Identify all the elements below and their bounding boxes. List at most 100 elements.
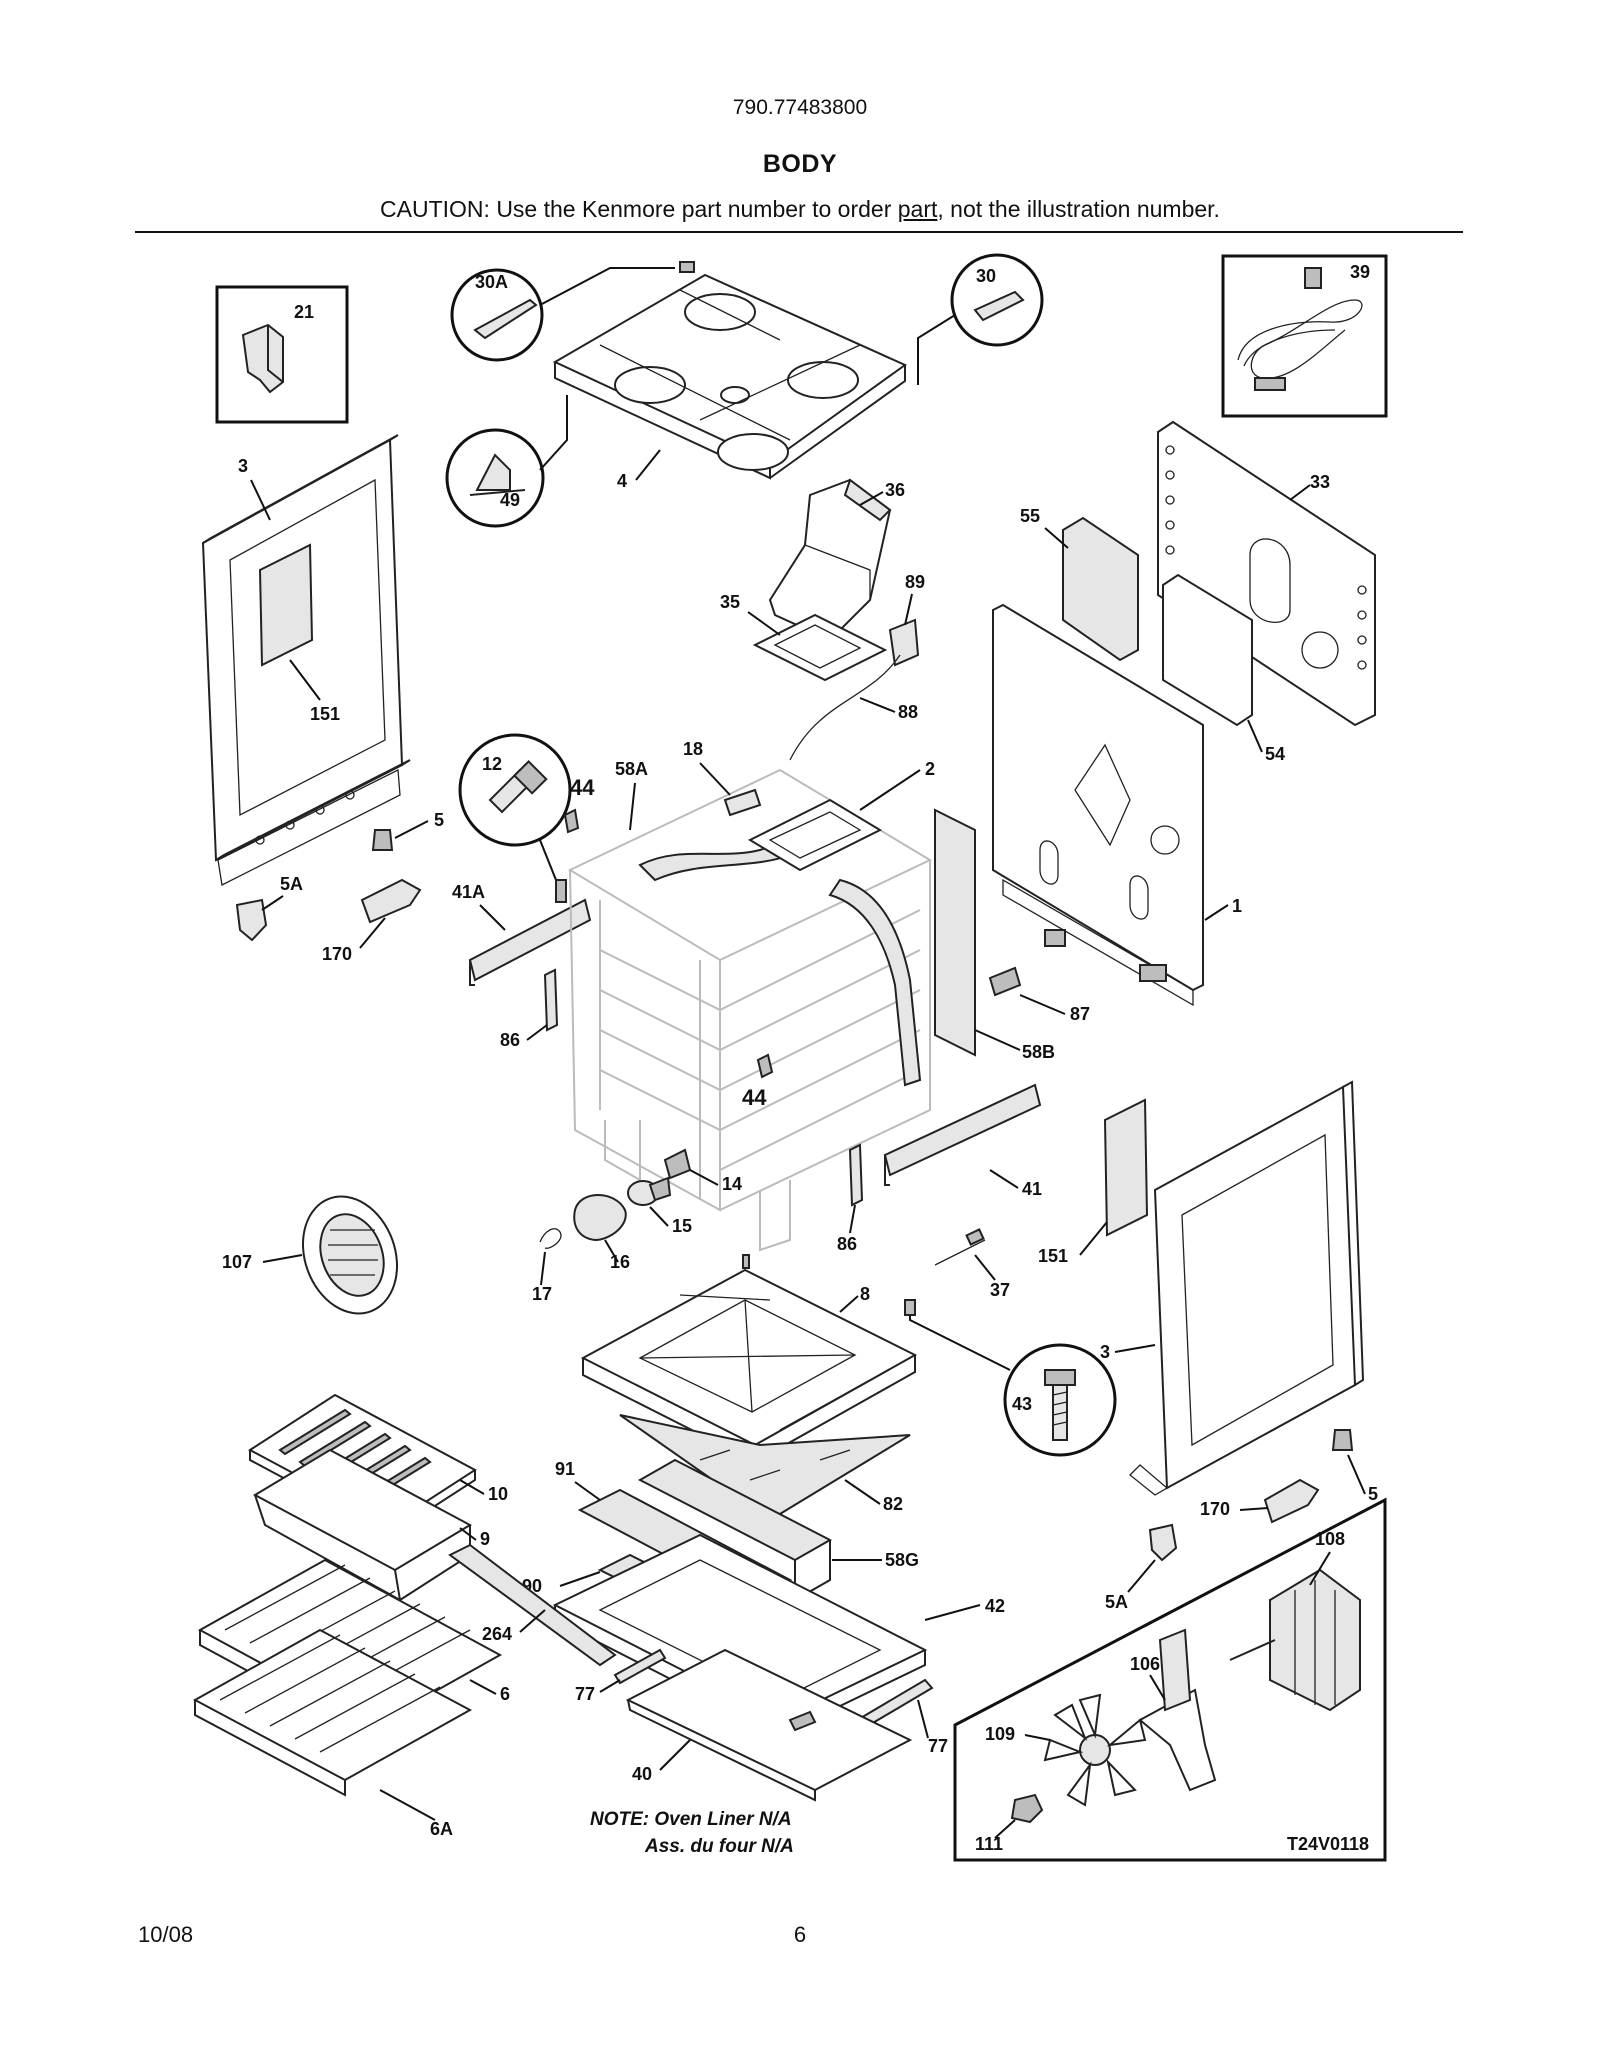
oven-cavity-outline (567, 768, 933, 1252)
label-88: 88 (898, 702, 918, 722)
label-264: 264 (482, 1624, 512, 1644)
label-77-right: 77 (928, 1736, 948, 1756)
convection-fan-inset: 108 106 109 111 T24V0118 (953, 1497, 1387, 1862)
label-107: 107 (222, 1252, 252, 1272)
model-number: 790.77483800 (732, 96, 868, 119)
page-header: 790.77483800 BODY CAUTION: Use the Kenmo… (0, 0, 1600, 240)
part-151-right-bracket: 151 (1038, 1098, 1149, 1266)
label-30: 30 (976, 266, 996, 286)
label-10: 10 (488, 1484, 508, 1504)
part-3-left-side-panel: 3 (201, 434, 411, 886)
label-43: 43 (1012, 1394, 1032, 1414)
label-1: 1 (1232, 896, 1242, 916)
label-6: 6 (500, 1684, 510, 1704)
part-89-and-88: 89 88 (789, 572, 925, 761)
label-111: 111 (975, 1834, 1003, 1854)
part-37-sensor: 37 (934, 1228, 1010, 1300)
label-86-right: 86 (837, 1234, 857, 1254)
header-rule (135, 231, 1463, 233)
label-109: 109 (985, 1724, 1015, 1744)
label-5A-left: 5A (280, 874, 303, 894)
callout-30: 30 (917, 253, 1044, 385)
label-86-left: 86 (500, 1030, 520, 1050)
label-14: 14 (722, 1174, 742, 1194)
caution-text-end: , not the illustration number. (937, 196, 1220, 222)
label-2: 2 (925, 759, 935, 779)
caution-underlined-word: part (897, 196, 938, 222)
label-33: 33 (1310, 472, 1330, 492)
label-3-right: 3 (1100, 1342, 1110, 1362)
label-89: 89 (905, 572, 925, 592)
label-58G: 58G (885, 1550, 919, 1570)
note-oven-liner-fr: Ass. du four N/A (644, 1836, 794, 1857)
label-21: 21 (294, 302, 314, 322)
label-41A: 41A (452, 882, 485, 902)
label-151-right: 151 (1038, 1246, 1068, 1266)
part-86-right: 86 (837, 1143, 864, 1254)
caution-note: CAUTION: Use the Kenmore part number to … (0, 196, 1600, 223)
label-54: 54 (1265, 744, 1285, 764)
footer-date: 10/08 (138, 1922, 194, 1947)
part-82-heat-shield: 82 (619, 1414, 911, 1522)
caution-text-start: CAUTION: Use the Kenmore part number to … (380, 196, 898, 222)
part-107-fan-cover: 107 (222, 1195, 399, 1315)
part-54-shield: 54 (1162, 573, 1285, 764)
label-44-top: 44 (570, 775, 595, 800)
left-door-hinge-hardware: 5 5A 170 (235, 810, 444, 964)
label-15: 15 (672, 1216, 692, 1236)
label-58B: 58B (1022, 1042, 1055, 1062)
footer-page-number: 6 (793, 1922, 807, 1947)
part-3-right-side-panel: 3 (1100, 1080, 1365, 1496)
label-37: 37 (990, 1280, 1010, 1300)
label-55: 55 (1020, 506, 1040, 526)
callout-49: 49 (445, 395, 568, 528)
label-49: 49 (500, 490, 520, 510)
label-82: 82 (883, 1494, 903, 1514)
label-3-left: 3 (238, 456, 248, 476)
label-35: 35 (720, 592, 740, 612)
label-9: 9 (480, 1529, 490, 1549)
section-title: BODY (762, 150, 838, 178)
label-108: 108 (1315, 1529, 1345, 1549)
part-33-rear-cover: 33 (1157, 420, 1376, 727)
part-264-trim: 264 (448, 1543, 617, 1667)
part-58G-insulation: 58G (637, 1458, 919, 1602)
part-8-oven-bottom: 8 (580, 1254, 918, 1464)
part-36-vent-duct: 36 (768, 478, 905, 642)
label-18: 18 (683, 739, 703, 759)
right-door-hinge-hardware: 5 170 5A (1105, 1429, 1378, 1612)
callout-12: 12 (458, 733, 572, 903)
part-1-back-panel: 1 (992, 603, 1242, 1007)
label-151-left: 151 (310, 704, 340, 724)
part-41-frame: 41 (883, 1083, 1042, 1199)
label-40: 40 (632, 1764, 652, 1784)
label-5A-right: 5A (1105, 1592, 1128, 1612)
part-40-bottom-panel: 40 (625, 1648, 913, 1802)
part-6A-oven-rack: 6A (192, 1628, 473, 1839)
label-91: 91 (555, 1459, 575, 1479)
part-86-left: 86 (500, 968, 559, 1050)
label-87: 87 (1070, 1004, 1090, 1024)
part-87-block: 87 (988, 966, 1090, 1024)
note-oven-liner-en: NOTE: Oven Liner N/A (590, 1809, 792, 1830)
oven-light-assembly: 14 15 16 17 (532, 1148, 742, 1304)
label-44-mid: 44 (742, 1085, 767, 1110)
label-4: 4 (617, 471, 627, 491)
label-77-left: 77 (575, 1684, 595, 1704)
label-17: 17 (532, 1284, 552, 1304)
label-36: 36 (885, 480, 905, 500)
part-18-and-2: 18 2 (683, 739, 935, 872)
label-12: 12 (482, 754, 502, 774)
label-106: 106 (1130, 1654, 1160, 1674)
label-5-right: 5 (1368, 1484, 1378, 1504)
label-42: 42 (985, 1596, 1005, 1616)
part-58B-insulation: 58B (934, 808, 1055, 1062)
label-58A: 58A (615, 759, 648, 779)
label-41: 41 (1022, 1179, 1042, 1199)
label-30A: 30A (475, 272, 508, 292)
part-4-top-panel: 4 (552, 273, 907, 491)
part-41A-front-frame: 41A (452, 882, 592, 986)
label-6A: 6A (430, 1819, 453, 1839)
part-35-vent-base: 35 (720, 592, 888, 682)
